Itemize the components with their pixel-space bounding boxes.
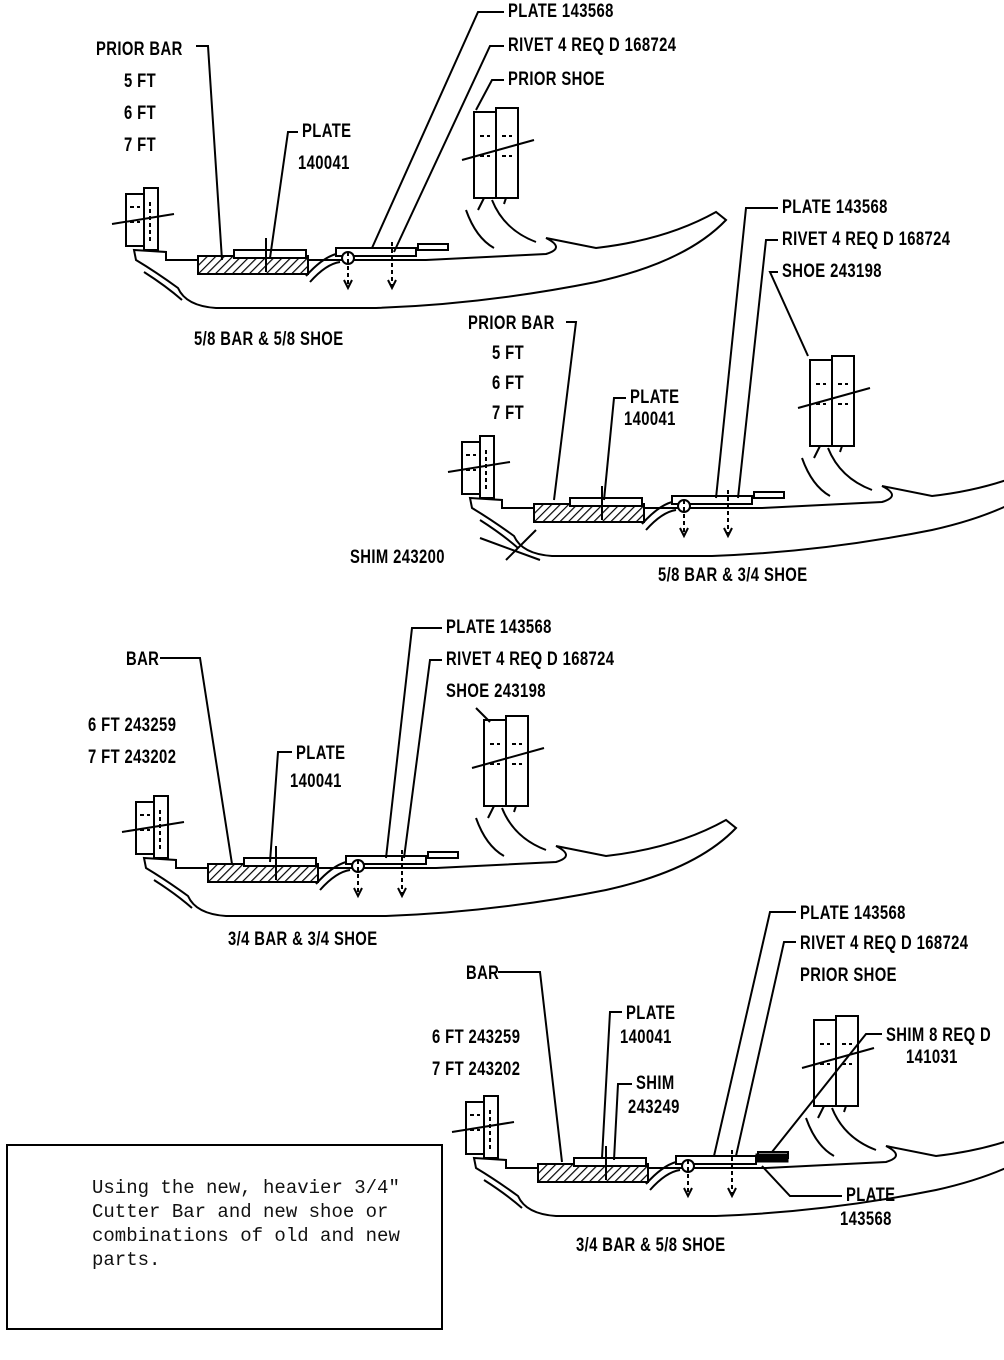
- d4-plate-top-label: PLATE 143568: [800, 903, 906, 924]
- d4-shim-mid-label: SHIM: [636, 1073, 675, 1094]
- d2-shoe-label: SHOE 243198: [782, 261, 882, 282]
- d2-rivet-label: RIVET 4 REQ D 168724: [782, 229, 951, 250]
- d4-shoe-label: PRIOR SHOE: [800, 965, 897, 986]
- d4-bar-size-7ft: 7 FT 243202: [432, 1059, 521, 1080]
- d4-plate-bottom-label: PLATE: [846, 1185, 896, 1206]
- d1-plate-top-label: PLATE 143568: [508, 1, 614, 22]
- d4-rivet-label: RIVET 4 REQ D 168724: [800, 933, 969, 954]
- note-box: Using the new, heavier 3/4" Cutter Bar a…: [6, 1144, 443, 1330]
- d4-shim-mid-number: 243249: [628, 1097, 680, 1118]
- d2-bar-size-5ft: 5 FT: [492, 343, 525, 364]
- d3-bar-size-6ft: 6 FT 243259: [88, 715, 177, 736]
- d4-plate-mid-label: PLATE: [626, 1003, 676, 1024]
- diagram-1-drawing: [111, 107, 727, 309]
- d4-shim-right-label: SHIM 8 REQ D: [886, 1025, 992, 1046]
- d2-plate-mid-label: PLATE: [630, 387, 680, 408]
- d2-shim-label: SHIM 243200: [350, 547, 445, 568]
- d2-plate-mid-number: 140041: [624, 409, 676, 430]
- d1-bar-size-6ft: 6 FT: [124, 103, 157, 124]
- d4-shim-right-number: 141031: [906, 1047, 958, 1068]
- diagram-4-drawing: [451, 1015, 1004, 1217]
- diagram-2-drawing: [447, 355, 1004, 557]
- d3-rivet-label: RIVET 4 REQ D 168724: [446, 649, 615, 670]
- diagram-4-leaders: [498, 911, 882, 1197]
- d3-bar-size-7ft: 7 FT 243202: [88, 747, 177, 768]
- d1-rivet-label: RIVET 4 REQ D 168724: [508, 35, 677, 56]
- d4-plate-mid-number: 140041: [620, 1027, 672, 1048]
- diagram-1-leaders: [196, 11, 504, 261]
- note-text: Using the new, heavier 3/4" Cutter Bar a…: [92, 1177, 400, 1271]
- d3-shoe-label: SHOE 243198: [446, 681, 546, 702]
- d3-plate-mid-label: PLATE: [296, 743, 346, 764]
- d4-caption: 3/4 BAR & 5/8 SHOE: [576, 1235, 726, 1256]
- d4-bar-size-6ft: 6 FT 243259: [432, 1027, 521, 1048]
- d1-caption: 5/8 BAR & 5/8 SHOE: [194, 329, 344, 350]
- d2-bar-label: PRIOR BAR: [468, 313, 555, 334]
- d1-bar-size-5ft: 5 FT: [124, 71, 157, 92]
- diagram-2-leaders: [479, 207, 809, 561]
- d1-bar-size-7ft: 7 FT: [124, 135, 157, 156]
- d2-bar-size-6ft: 6 FT: [492, 373, 525, 394]
- d2-caption: 5/8 BAR & 3/4 SHOE: [658, 565, 808, 586]
- d2-bar-size-7ft: 7 FT: [492, 403, 525, 424]
- d3-plate-top-label: PLATE 143568: [446, 617, 552, 638]
- d2-plate-top-label: PLATE 143568: [782, 197, 888, 218]
- d4-plate-bottom-number: 143568: [840, 1209, 892, 1230]
- d1-plate-mid-number: 140041: [298, 153, 350, 174]
- d4-bar-label: BAR: [466, 963, 500, 984]
- d1-shoe-label: PRIOR SHOE: [508, 69, 605, 90]
- d1-bar-label: PRIOR BAR: [96, 39, 183, 60]
- d3-caption: 3/4 BAR & 3/4 SHOE: [228, 929, 378, 950]
- diagram-3-leaders: [160, 627, 491, 865]
- d1-plate-mid-label: PLATE: [302, 121, 352, 142]
- d3-plate-mid-number: 140041: [290, 771, 342, 792]
- d3-bar-label: BAR: [126, 649, 160, 670]
